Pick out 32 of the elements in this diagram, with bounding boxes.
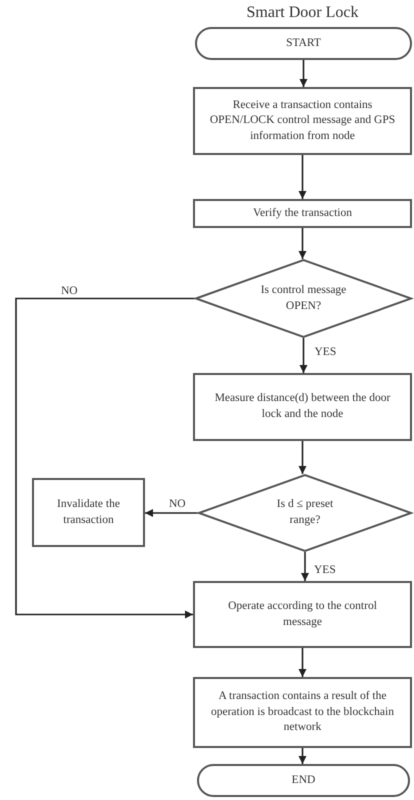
arrow: [298, 155, 306, 199]
arrow: [298, 748, 306, 764]
arrow: [300, 60, 308, 87]
node-text: Receive a transaction contains OPEN/LOCK control message and GPS information from node: [208, 98, 396, 144]
diagram-title: Smart Door Lock: [246, 4, 360, 22]
node-text: Verify the transaction: [252, 206, 353, 221]
decision-diamond: [195, 259, 412, 338]
arrow: [298, 441, 306, 474]
arrow: [298, 228, 306, 259]
node-text: START: [285, 36, 322, 51]
arrow: [301, 552, 309, 581]
decision-diamond: [198, 474, 412, 552]
arrow: [298, 648, 306, 677]
process-box: [193, 373, 412, 441]
process-box: [193, 87, 412, 155]
terminal-shape: [195, 27, 412, 60]
node-text: Operate according to the control message: [227, 598, 378, 630]
node-text: A transaction contains a result of the operation is broadcast to the blockchain network: [210, 689, 395, 736]
process-box: [193, 581, 412, 648]
node-text: Invalidate the transaction: [56, 496, 121, 528]
arrow: [15, 298, 195, 618]
arrow: [145, 509, 198, 517]
process-box: [32, 478, 145, 547]
edge-label: NO: [60, 284, 79, 298]
arrow: [300, 338, 308, 373]
node-text: Is d ≤ preset range?: [276, 497, 334, 528]
node-text: Measure distance(d) between the door lock and the node: [214, 391, 392, 422]
terminal-shape: [197, 764, 410, 797]
node-text: Is control message OPEN?: [260, 282, 348, 314]
process-box: [193, 677, 412, 748]
process-box: [193, 199, 412, 228]
node-text: END: [290, 772, 316, 788]
